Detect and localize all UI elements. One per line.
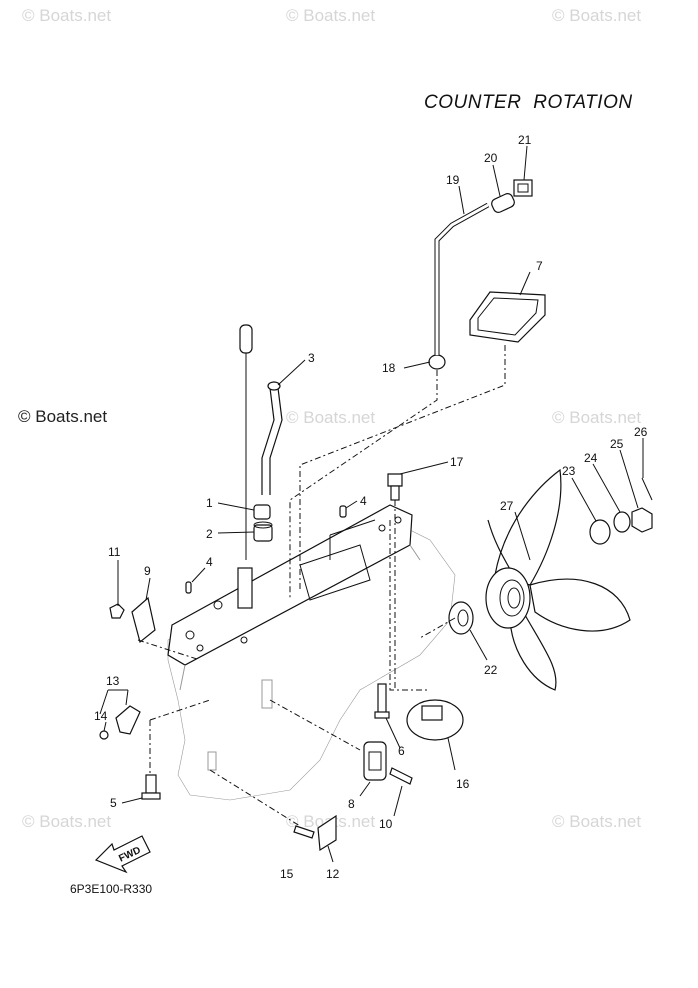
callout-8: 8 <box>348 797 355 811</box>
callout-9: 9 <box>144 564 151 578</box>
callout-1: 1 <box>206 496 213 510</box>
callout-14: 14 <box>94 709 108 723</box>
callout-10: 10 <box>379 817 393 831</box>
watermark: © Boats.net <box>22 812 112 831</box>
callout-17: 17 <box>450 455 464 469</box>
propeller <box>485 468 631 691</box>
callout-23: 23 <box>562 464 576 478</box>
lower-casing <box>167 504 456 801</box>
watermark: © Boats.net <box>552 6 642 25</box>
callout-4: 4 <box>360 494 367 508</box>
watermark: © Boats.net <box>286 408 376 427</box>
watermark: © Boats.net <box>22 6 112 25</box>
callout-20: 20 <box>484 151 498 165</box>
callout-19: 19 <box>446 173 460 187</box>
callout-24: 24 <box>584 451 598 465</box>
callout-22: 22 <box>484 663 498 677</box>
callout-4b: 4 <box>206 555 213 569</box>
callout-12: 12 <box>326 867 340 881</box>
callout-13: 13 <box>106 674 120 688</box>
callout-6: 6 <box>398 744 405 758</box>
callout-7: 7 <box>536 259 543 273</box>
callout-21: 21 <box>518 133 532 147</box>
callout-27: 27 <box>500 499 514 513</box>
callout-25: 25 <box>610 437 624 451</box>
callout-5: 5 <box>110 796 117 810</box>
callout-15: 15 <box>280 867 294 881</box>
watermark-copyright: © Boats.net <box>18 407 108 426</box>
callout-2: 2 <box>206 527 213 541</box>
drawing-code: 6P3E100-R330 <box>70 882 153 896</box>
callout-18: 18 <box>382 361 396 375</box>
watermark: © Boats.net <box>286 6 376 25</box>
callout-26: 26 <box>634 425 648 439</box>
callout-3: 3 <box>308 351 315 365</box>
diagram-title: COUNTER ROTATION <box>424 92 633 113</box>
callout-16: 16 <box>456 777 470 791</box>
callout-11: 11 <box>108 545 121 559</box>
watermark: © Boats.net <box>552 812 642 831</box>
watermark: © Boats.net <box>552 408 642 427</box>
fwd-arrow-icon: FWD <box>94 835 151 874</box>
